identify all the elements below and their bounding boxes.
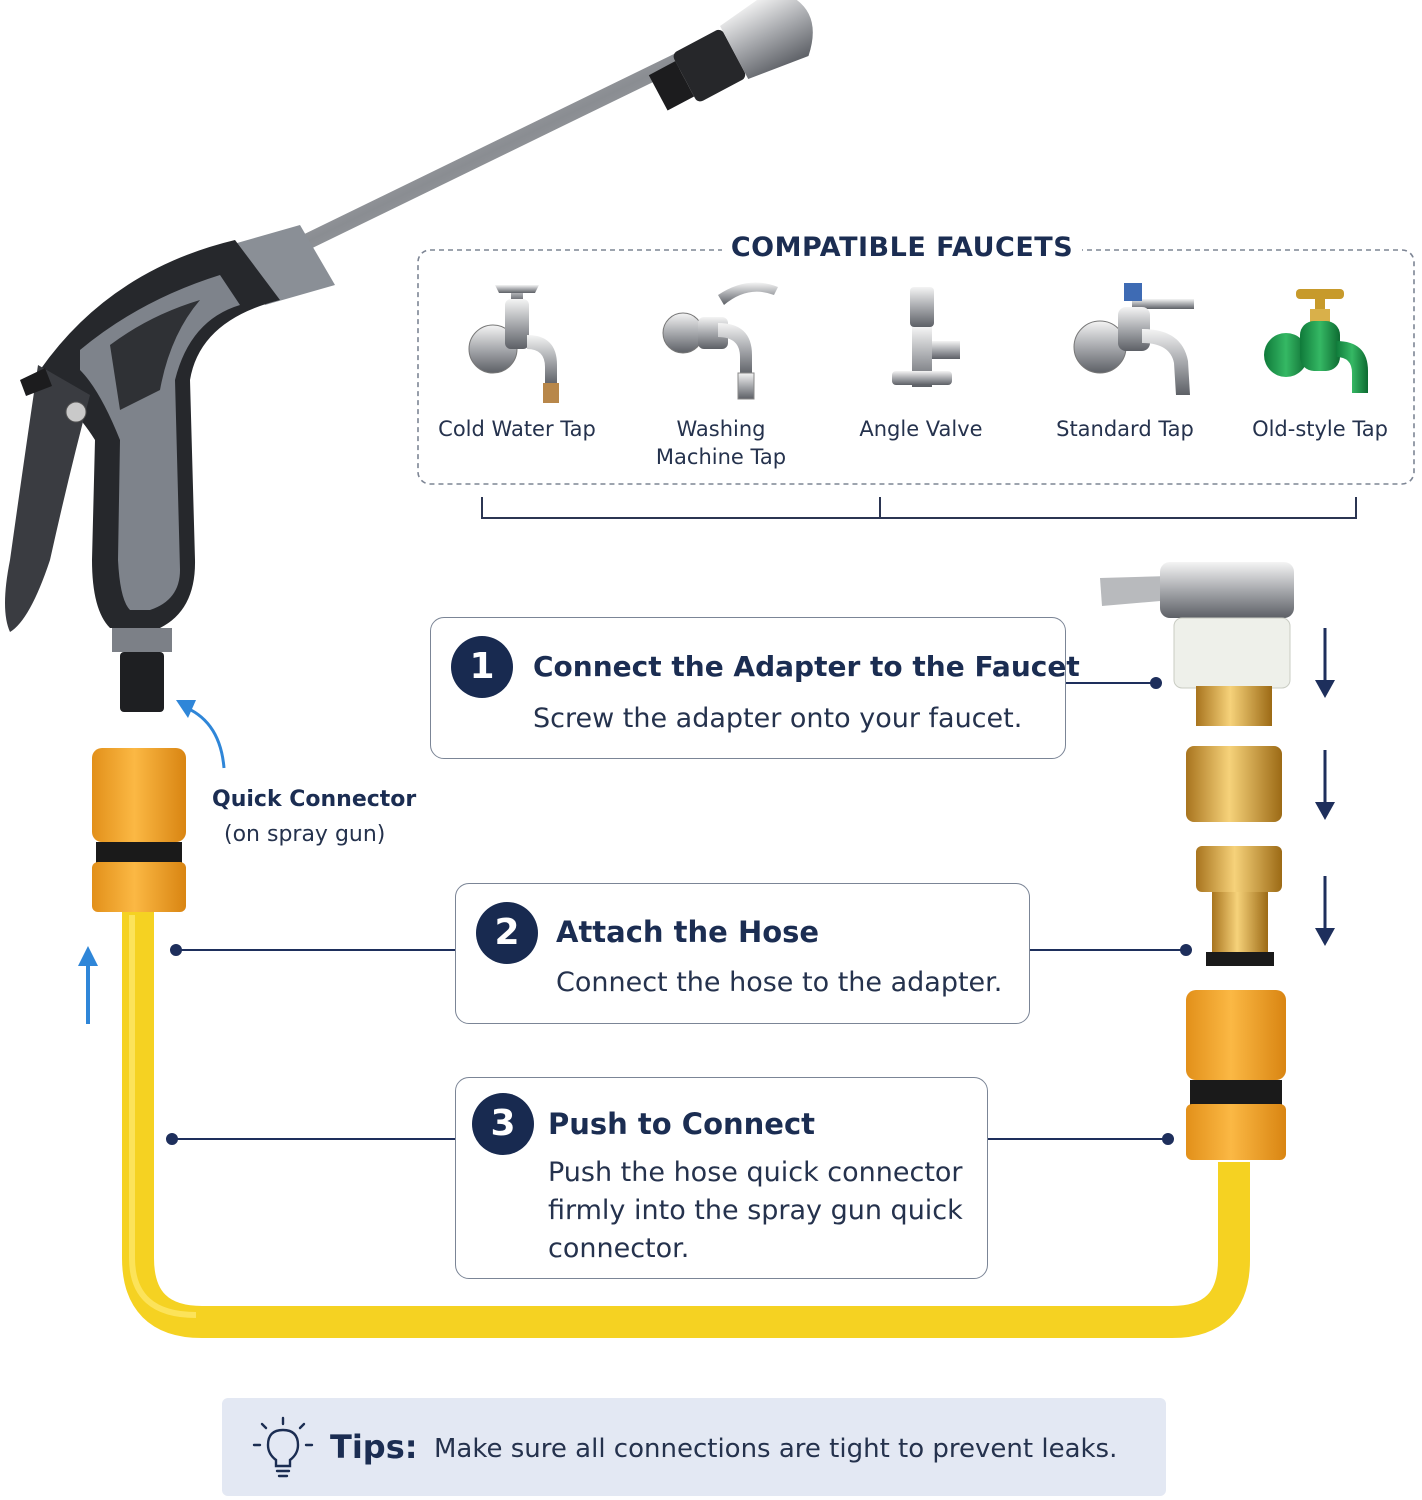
faucet-label-washing-machine-tap: Washing Machine Tap xyxy=(655,417,787,469)
step-2-title: Attach the Hose xyxy=(556,915,820,949)
tips-text: Make sure all connections are tight to p… xyxy=(434,1434,1118,1464)
brass-quick-adapter xyxy=(1196,846,1282,966)
down-arrow-icons xyxy=(1315,628,1335,946)
faucets-bracket xyxy=(481,497,1357,519)
step-3-card: 3 Push to Connect Push the hose quick co… xyxy=(455,1077,988,1279)
step-1-description: Screw the adapter onto your faucet. xyxy=(533,703,1023,734)
tips-bar: Tips: Make sure all connections are tigh… xyxy=(222,1398,1166,1496)
faucet-label-standard-tap: Standard Tap xyxy=(1056,417,1194,441)
step-3-title: Push to Connect xyxy=(548,1107,816,1141)
brass-coupling xyxy=(1186,746,1282,822)
washing-machine-tap-icon xyxy=(662,282,778,400)
hose-quick-connector-left xyxy=(92,748,186,912)
step-3-description: Push the hose quick connector firmly int… xyxy=(548,1157,963,1264)
quick-connector-sublabel: (on spray gun) xyxy=(224,822,386,847)
tips-label: Tips: xyxy=(330,1428,418,1466)
step-2-description: Connect the hose to the adapter. xyxy=(556,967,1003,998)
standard-tap-icon xyxy=(1073,283,1194,395)
faucet-label-old-style-tap: Old-style Tap xyxy=(1252,417,1388,441)
step-1-card: 1 Connect the Adapter to the Faucet Scre… xyxy=(430,617,1080,759)
step-3-number: 3 xyxy=(472,1093,534,1155)
leader-lines xyxy=(166,677,1192,1145)
old-style-tap-icon xyxy=(1264,289,1368,393)
step-2-number: 2 xyxy=(476,902,538,964)
lightbulb-icon xyxy=(252,1416,314,1478)
angle-valve-icon xyxy=(892,287,960,387)
step-1-number: 1 xyxy=(451,636,513,698)
compatible-faucets-title: COMPATIBLE FAUCETS xyxy=(722,232,1082,263)
faucet-adapter xyxy=(1100,562,1294,726)
spray-gun-illustration xyxy=(5,0,813,712)
quick-connector-label: Quick Connector xyxy=(212,787,417,812)
hose-quick-connector-right xyxy=(1186,990,1286,1160)
faucet-label-angle-valve: Angle Valve xyxy=(859,417,983,441)
step-2-card: 2 Attach the Hose Connect the hose to th… xyxy=(455,883,1030,1024)
cold-water-tap-icon xyxy=(468,285,559,403)
faucet-label-cold-water-tap: Cold Water Tap xyxy=(438,417,596,441)
yellow-hose xyxy=(122,910,1250,1338)
step-1-title: Connect the Adapter to the Faucet xyxy=(533,650,1080,683)
